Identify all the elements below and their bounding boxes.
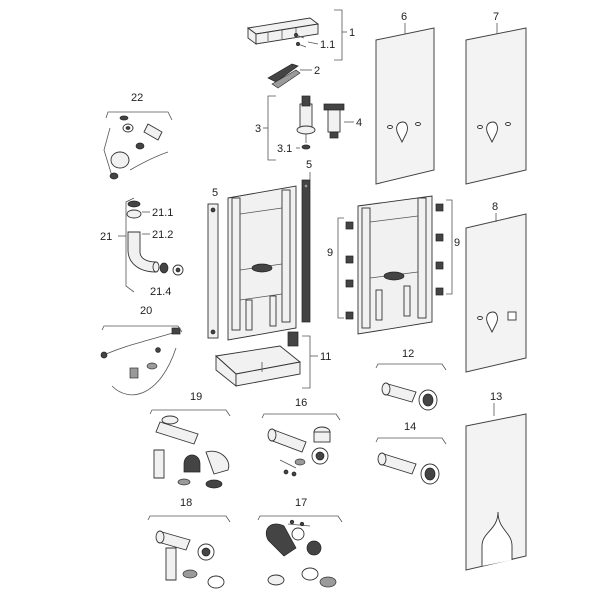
label-22: 22	[131, 92, 143, 104]
label-1: 1	[349, 27, 355, 39]
part-3-flush-valve	[296, 95, 316, 150]
label-21-1: 21.1	[152, 207, 173, 219]
label-6: 6	[401, 11, 407, 23]
label-11: 11	[320, 351, 331, 363]
label-8: 8	[492, 201, 498, 213]
label-21-4: 21.4	[150, 286, 171, 298]
label-5-right: 5	[306, 159, 312, 171]
label-1-1: 1.1	[320, 39, 335, 51]
part-1-actuator-box	[246, 9, 347, 61]
label-9-left: 9	[327, 247, 333, 259]
part-5-mounting-bar-left	[207, 203, 219, 339]
part-21-bend-pipe	[126, 200, 184, 276]
part-18-pipe-bend-kit	[155, 530, 225, 589]
label-21-2: 21.2	[152, 229, 173, 241]
label-5-left: 5	[212, 187, 218, 199]
label-12: 12	[402, 348, 414, 360]
part-9-brackets-right	[435, 203, 444, 296]
part-19-siphon-kit	[153, 415, 230, 489]
label-7: 7	[493, 11, 499, 23]
label-17: 17	[295, 497, 307, 509]
label-4: 4	[356, 117, 362, 129]
installation-frame-left	[227, 185, 297, 341]
installation-frame-right	[357, 195, 433, 335]
part-13-cover-plate	[465, 413, 527, 571]
part-17-connector-kit	[265, 519, 337, 588]
part-4-fill-valve	[323, 103, 354, 139]
label-13: 13	[490, 391, 502, 403]
part-7-cover-plate	[465, 27, 527, 185]
label-19: 19	[190, 391, 202, 403]
label-16: 16	[295, 397, 307, 409]
part-11-bracket	[214, 331, 302, 387]
part-8-cover-plate	[465, 213, 527, 373]
part-14-outlet-pipe	[377, 452, 440, 485]
part-1-1-screws	[294, 33, 319, 48]
label-2: 2	[314, 65, 320, 77]
part-2-pull-rods	[267, 63, 312, 89]
label-20: 20	[140, 305, 152, 317]
part-22-fitting-kit	[103, 115, 169, 180]
label-3: 3	[255, 123, 261, 135]
label-14: 14	[404, 421, 416, 433]
label-18: 18	[180, 497, 192, 509]
part-5-mounting-bar-right	[301, 179, 311, 323]
part-6-cover-plate	[375, 27, 435, 185]
part-9-brackets-left	[345, 221, 354, 320]
label-3-1: 3.1	[277, 143, 292, 155]
label-21: 21	[100, 231, 112, 243]
part-20-hose-kit	[100, 327, 181, 396]
part-12-outlet-pipe	[381, 382, 438, 411]
part-16-pipe-kit	[267, 426, 331, 477]
label-9-right: 9	[454, 237, 460, 249]
